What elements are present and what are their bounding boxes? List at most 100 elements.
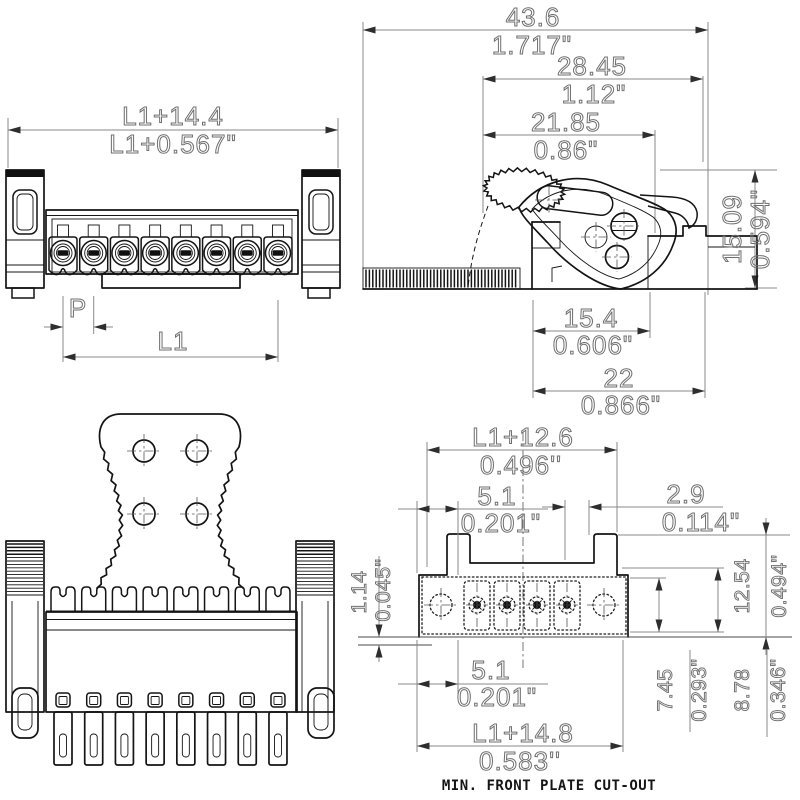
- dimension-arrow: [692, 387, 705, 395]
- drawing-rect: [295, 540, 335, 713]
- dim-h3-mm: 12.54: [731, 558, 754, 613]
- drawing-line: [532, 600, 536, 604]
- drawing-rect: [58, 696, 68, 705]
- drawing-path: [48, 236, 78, 276]
- dimension-arrow: [375, 645, 383, 658]
- drawing-circle: [203, 239, 230, 267]
- cutout-pole: [493, 580, 521, 631]
- drawing-line: [562, 600, 566, 604]
- drawing-path: [80, 586, 107, 611]
- dim-side-in: 0.114": [662, 507, 740, 537]
- dimension-arrow: [637, 327, 650, 335]
- drawing-rect: [101, 273, 241, 289]
- drawing-line: [538, 606, 542, 610]
- drawing-circle: [145, 243, 165, 263]
- drawing-line: [478, 606, 482, 610]
- dimension-arrow: [50, 323, 63, 331]
- drawing-rect: [493, 580, 521, 631]
- dimension-arrow: [363, 26, 376, 34]
- drawing-circle: [49, 239, 77, 267]
- drawing-circle: [176, 243, 196, 263]
- drawing-line: [478, 600, 482, 604]
- drawing-circle: [148, 246, 163, 260]
- drawing-path: [203, 586, 230, 611]
- drawing-path: [78, 236, 109, 276]
- drawing-path: [142, 586, 168, 611]
- drawing-rect: [16, 193, 34, 231]
- cutout-geometry: [358, 432, 792, 752]
- drawing-rect: [178, 692, 194, 708]
- drawing-rect: [89, 696, 99, 705]
- dimension-arrow: [714, 619, 722, 632]
- drawing-rect: [57, 224, 69, 238]
- dimension-arrow: [63, 353, 76, 361]
- drawing-rect: [313, 693, 329, 731]
- screw-slot: [272, 250, 284, 256]
- drawing-circle: [271, 246, 285, 260]
- dim-total-in: 0.583'': [479, 746, 561, 776]
- screw-terminal: [171, 224, 201, 276]
- drawing-rect: [241, 224, 254, 238]
- drawing-rect: [553, 580, 581, 631]
- drawing-rect: [270, 692, 286, 708]
- dimension-arrow: [93, 323, 107, 331]
- drawing-rect: [150, 696, 160, 705]
- drawing-circle: [84, 243, 104, 263]
- cutout-pole: [553, 580, 581, 631]
- screw-slot: [149, 250, 161, 256]
- dim-end2-mm: 5.1: [471, 655, 510, 685]
- dimension-arrow: [610, 742, 623, 750]
- drawing-rect: [242, 696, 252, 705]
- dim-side-mm: 2.9: [666, 479, 705, 509]
- lever-grip-serrated: [481, 166, 567, 214]
- dimension-arrow: [762, 637, 770, 650]
- drawing-circle: [80, 239, 107, 267]
- drawing-rect: [11, 687, 39, 739]
- dim-h1-in: 0.293": [688, 658, 711, 721]
- drawing-line: [508, 600, 512, 604]
- front-view-with-lever: [5, 413, 335, 766]
- screw-slot: [118, 250, 130, 256]
- drawing-rect: [145, 711, 165, 766]
- drawing-path: [111, 586, 138, 611]
- cutout-caption: MIN. FRONT PLATE CUT-OUT: [442, 778, 656, 794]
- drawing-circle: [172, 239, 200, 267]
- drawing-rect: [55, 692, 71, 708]
- drawing-rect: [274, 733, 282, 758]
- dim-cutout-width-mm: L1+12.6: [472, 422, 574, 452]
- dim-end-mm: 5.1: [477, 481, 516, 511]
- drawing-circle: [111, 239, 138, 267]
- drawing-rect: [523, 580, 551, 631]
- dimension-arrow: [695, 26, 708, 34]
- drawing-path: [50, 586, 76, 611]
- drawing-line: [568, 600, 572, 604]
- drawing-rect: [239, 692, 256, 708]
- dim-cutout-width-in: 0.496'': [480, 450, 562, 480]
- drawing-rect: [175, 711, 196, 766]
- drawing-rect: [308, 189, 334, 235]
- dim-upper-in: 1.12": [562, 79, 627, 109]
- dim-front-width-in: L1+0.567": [109, 129, 236, 159]
- drawing-rect: [116, 692, 133, 708]
- drawing-rect: [59, 733, 67, 758]
- dim-length-label: L1: [158, 326, 189, 356]
- drawing-rect: [151, 733, 160, 758]
- drawing-path: [109, 236, 140, 276]
- drawing-rect: [531, 221, 561, 249]
- dimension-arrow: [762, 522, 770, 535]
- drawing-rect: [307, 287, 331, 299]
- drawing-circle: [117, 246, 132, 260]
- screw-slot: [180, 250, 192, 256]
- drawing-line: [472, 600, 476, 604]
- drawing-rect: [89, 733, 98, 758]
- dim-front-width-mm: L1+14.4: [122, 101, 224, 131]
- dim-h3-in: 0.494": [768, 554, 791, 617]
- dim-overall-mm: 43.6: [506, 2, 561, 32]
- drawing-rect: [273, 696, 283, 705]
- drawing-rect: [5, 540, 45, 713]
- drawing-path: [232, 236, 263, 276]
- drawing-line: [568, 606, 572, 610]
- dimension-arrow: [483, 75, 496, 83]
- screw-terminal: [140, 224, 170, 276]
